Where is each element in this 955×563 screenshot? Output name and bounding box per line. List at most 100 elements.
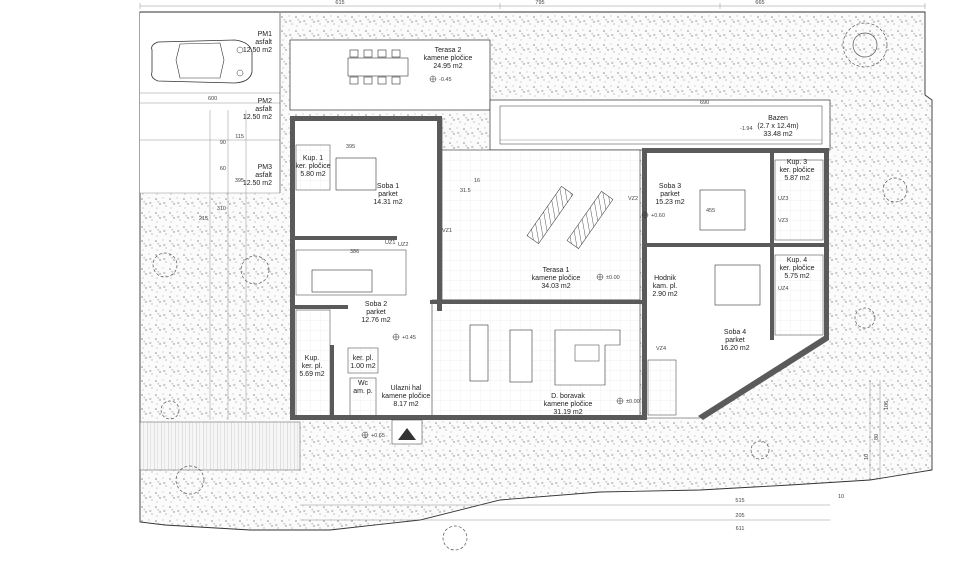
kup2-name: Kup. <box>305 355 319 362</box>
dim-interior: 600 <box>208 96 217 102</box>
dim-top: 795 <box>535 0 544 6</box>
tree-icon <box>854 307 876 329</box>
kup2-area: 5.69 m2 <box>299 371 324 378</box>
level-markers: -0.45 +0.60 ±0.00 +0.45 ±0.00 +0.65 <box>361 75 665 439</box>
dim-interior: 455 <box>706 208 715 214</box>
soba3-name: Soba 3 <box>659 183 681 190</box>
soba1-name: Soba 1 <box>377 183 399 190</box>
dim-left: 90 <box>220 140 226 146</box>
soba3-area: 15.23 m2 <box>655 199 684 206</box>
sofa <box>554 329 621 386</box>
dim-left: 60 <box>220 166 226 172</box>
dim-left: 215 <box>199 216 208 222</box>
pm2-area: 12.50 m2 <box>243 114 272 121</box>
soba4-finish: parket <box>725 337 745 344</box>
tree-icon <box>750 440 770 460</box>
pm1-surface: asfalt <box>255 39 272 46</box>
pm3-area: 12.50 m2 <box>243 180 272 187</box>
dim-bottom: 611 <box>736 526 745 532</box>
hodnik-area: 2.90 m2 <box>652 291 677 298</box>
terasa1-finish: kamene pločice <box>532 275 581 282</box>
window-tag: UZ3 <box>778 196 788 202</box>
trees <box>152 22 908 551</box>
kup1-finish: ker. pločice <box>295 163 330 170</box>
living-room <box>431 299 641 419</box>
kup4-name: Kup. 4 <box>787 257 807 264</box>
window-tag: UZ1 <box>385 240 395 246</box>
window-tag: UZ4 <box>778 286 788 292</box>
boardwalk <box>139 421 301 471</box>
pool-area: 33.48 m2 <box>763 131 792 138</box>
terrace-2 <box>289 39 491 111</box>
soba1-finish: parket <box>378 191 398 198</box>
dim-right: 106 <box>884 401 890 410</box>
soba4-area: 16.20 m2 <box>720 345 749 352</box>
kup3-name: Kup. 3 <box>787 159 807 166</box>
window-tag: VZ4 <box>656 346 666 352</box>
dim-left: 395 <box>235 178 244 184</box>
level-hall: +0.45 <box>402 335 416 341</box>
terrace-1 <box>439 149 641 301</box>
pm1-name: PM1 <box>258 31 273 38</box>
kup4-finish: ker. pločice <box>779 265 814 272</box>
tree-icon <box>842 22 888 68</box>
pm1-area: 12.50 m2 <box>243 47 272 54</box>
soba3-finish: parket <box>660 191 680 198</box>
ulazni-name: Ulazni hal <box>391 385 422 392</box>
pool <box>489 99 831 151</box>
terasa1-area: 34.03 m2 <box>541 283 570 290</box>
dim-bottom: 205 <box>735 513 744 519</box>
level-marker-icon <box>641 211 649 219</box>
entrance-stairs <box>391 419 423 445</box>
level-marker-icon <box>392 333 400 341</box>
tree-icon <box>442 525 468 551</box>
hodnik-finish: kam. pl. <box>653 283 678 290</box>
tree-icon <box>160 400 180 420</box>
level-marker-icon <box>429 75 437 83</box>
dim-interior: 16 <box>474 178 480 184</box>
window-tags: UZ1 UZ2 VZ1 VZ2 VZ3 UZ3 UZ4 VZ4 <box>385 196 788 352</box>
terasa1-name: Terasa 1 <box>543 267 570 274</box>
pool-level: -1.94 <box>740 126 753 132</box>
tree-icon <box>175 465 205 495</box>
kup4-area: 5.75 m2 <box>784 273 809 280</box>
dboravak-name: D. boravak <box>551 393 585 400</box>
terasa2-finish: kamene pločice <box>424 55 473 62</box>
wc-finish: am. p. <box>353 388 373 395</box>
pm2-name: PM2 <box>258 98 273 105</box>
kup2-finish: ker. pl. <box>302 363 323 370</box>
level-marker-icon <box>361 431 369 439</box>
kup3-area: 5.87 m2 <box>784 175 809 182</box>
level-terasa2: -0.45 <box>439 77 452 83</box>
wc-name: Wc <box>358 380 369 387</box>
soba2-name: Soba 2 <box>365 301 387 308</box>
pm3-name: PM3 <box>258 164 273 171</box>
window-tag: UZ2 <box>398 242 408 248</box>
ulazni-finish: kamene pločice <box>382 393 431 400</box>
room-labels: Terasa 2 kamene pločice 24.95 m2 Kup. 1 … <box>295 47 814 416</box>
left-wing <box>291 117 443 419</box>
level-entrance: +0.65 <box>371 433 385 439</box>
dining-table <box>509 329 533 383</box>
sun-lounger <box>526 186 574 244</box>
dim-interior: 690 <box>700 100 709 106</box>
level-soba3: +0.60 <box>651 213 665 219</box>
kitchen-island <box>469 324 489 382</box>
tree-icon <box>152 252 178 278</box>
kerpl-area: 1.00 m2 <box>350 363 375 370</box>
kup3-finish: ker. pločice <box>779 167 814 174</box>
pool-name: Bazen <box>768 115 788 122</box>
dboravak-finish: kamene pločice <box>544 401 593 408</box>
walls <box>290 116 829 420</box>
dim-right: 10 <box>864 454 870 460</box>
hodnik-name: Hodnik <box>654 275 676 282</box>
dim-right: 80 <box>874 434 880 440</box>
kerpl-finish: ker. pl. <box>353 355 374 362</box>
car-icon <box>151 39 253 84</box>
ulazni-area: 8.17 m2 <box>393 401 418 408</box>
window-tag: VZ1 <box>442 228 452 234</box>
dim-left: 115 <box>235 134 244 140</box>
tree-icon <box>240 255 270 285</box>
dim-interior: 395 <box>346 144 355 150</box>
